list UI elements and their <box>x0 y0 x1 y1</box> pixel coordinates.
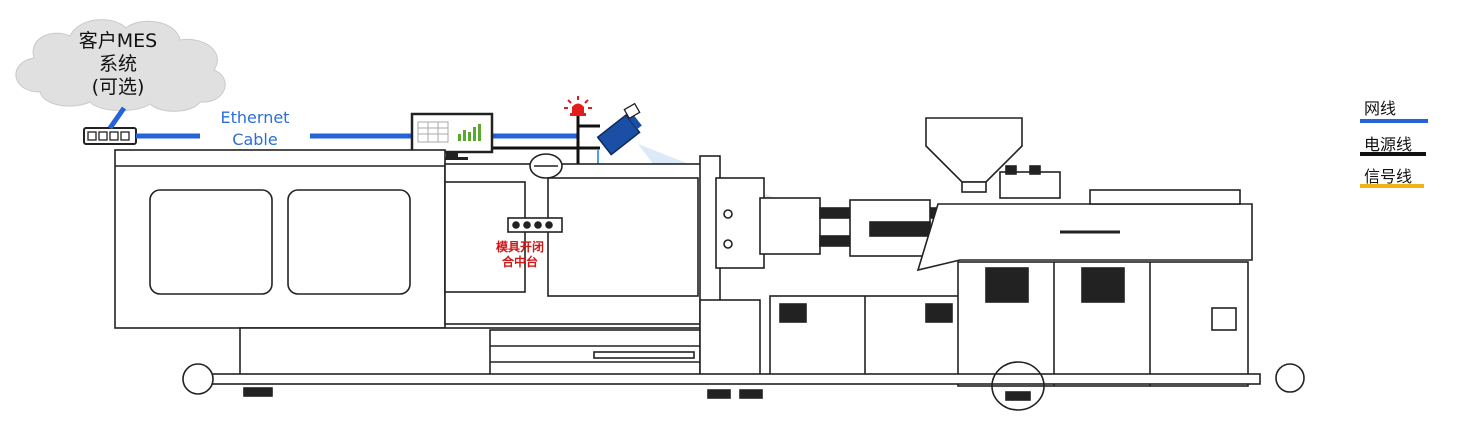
injection-molding-machine-icon <box>114 117 1305 411</box>
cloud-label-line2: 系统 <box>98 53 137 75</box>
ethernet-label: Ethernet Cable <box>205 107 305 151</box>
mold-station-line2: 合中台 <box>501 255 538 269</box>
network-switch-icon <box>83 127 137 145</box>
mold-station-label: 模具开闭 合中台 <box>480 240 560 270</box>
alarm-light-icon <box>564 96 592 116</box>
network-cable <box>107 106 578 139</box>
legend-lines <box>1360 119 1428 188</box>
cloud-label: 客户MES 系统 (可选) <box>68 30 168 99</box>
legend-label-network: 网线 <box>1364 99 1397 118</box>
power-cable <box>492 116 600 170</box>
monitor-icon <box>410 112 494 160</box>
legend-label-signal: 信号线 <box>1364 167 1413 186</box>
mold-station-line1: 模具开闭 <box>495 240 544 254</box>
ethernet-label-line1: Ethernet <box>220 108 290 127</box>
ethernet-label-line2: Cable <box>232 130 278 149</box>
cloud-label-line1: 客户MES <box>78 30 158 52</box>
cloud-label-line3: (可选) <box>91 76 145 98</box>
legend-label-power: 电源线 <box>1364 135 1413 154</box>
